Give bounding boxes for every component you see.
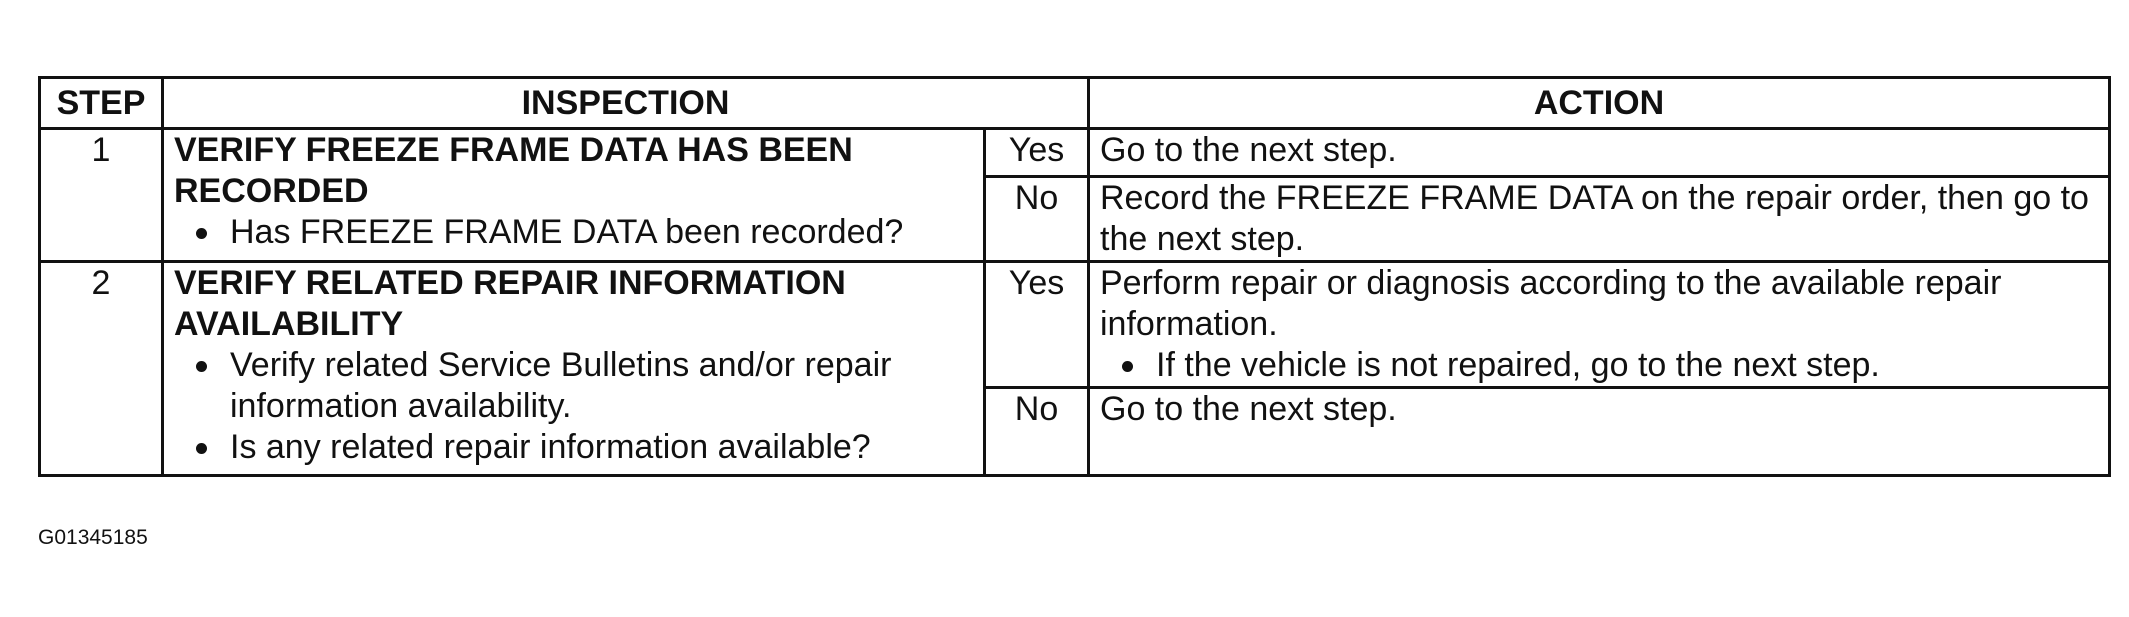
no-action: Go to the next step.	[1087, 386, 2111, 477]
table-row: No Record the FREEZE FRAME DATA on the r…	[40, 175, 2111, 263]
bullet-icon	[1122, 361, 1133, 372]
no-action: Record the FREEZE FRAME DATA on the repa…	[1087, 175, 2111, 263]
bullet-icon	[196, 228, 207, 239]
header-step: STEP	[38, 76, 164, 130]
table-row: No Go to the next step.	[40, 386, 2111, 477]
action-bullets: If the vehicle is not repaired, go to th…	[1100, 345, 2098, 386]
yes-action: Perform repair or diagnosis according to…	[1100, 264, 2002, 343]
list-item: Has FREEZE FRAME DATA been recorded?	[174, 212, 973, 253]
diagnostic-step-table: STEP INSPECTION ACTION 1 VERIFY FREEZE F…	[38, 76, 2111, 477]
table-row: 1 VERIFY FREEZE FRAME DATA HAS BEEN RECO…	[38, 127, 2111, 263]
yes-label: Yes	[983, 127, 1090, 178]
inspection-title: VERIFY FREEZE FRAME DATA HAS BEEN RECORD…	[174, 131, 853, 210]
bullet-icon	[196, 443, 207, 454]
list-item: If the vehicle is not repaired, go to th…	[1100, 345, 2098, 386]
yes-label: Yes	[983, 260, 1090, 389]
no-label: No	[983, 175, 1090, 263]
inspection-cell: VERIFY RELATED REPAIR INFORMATION AVAILA…	[161, 260, 986, 477]
no-label: No	[983, 386, 1090, 477]
step-number: 2	[38, 260, 164, 477]
inspection-bullets: Has FREEZE FRAME DATA been recorded?	[174, 212, 973, 253]
yes-action-cell: Perform repair or diagnosis according to…	[1087, 260, 2111, 389]
inspection-cell: VERIFY FREEZE FRAME DATA HAS BEEN RECORD…	[161, 127, 986, 263]
list-item: Verify related Service Bulletins and/or …	[174, 345, 973, 427]
header-action: ACTION	[1087, 76, 2111, 130]
table-header-row: STEP INSPECTION ACTION	[38, 76, 2111, 130]
inspection-bullets: Verify related Service Bulletins and/or …	[174, 345, 973, 468]
step-number: 1	[38, 127, 164, 263]
list-item: Is any related repair information availa…	[174, 427, 973, 468]
table-row: 2 VERIFY RELATED REPAIR INFORMATION AVAI…	[38, 260, 2111, 477]
yes-action: Go to the next step.	[1087, 127, 2111, 178]
header-inspection: INSPECTION	[161, 76, 1090, 130]
bullet-icon	[196, 361, 207, 372]
figure-id: G01345185	[38, 526, 148, 549]
inspection-title: VERIFY RELATED REPAIR INFORMATION AVAILA…	[174, 264, 846, 343]
